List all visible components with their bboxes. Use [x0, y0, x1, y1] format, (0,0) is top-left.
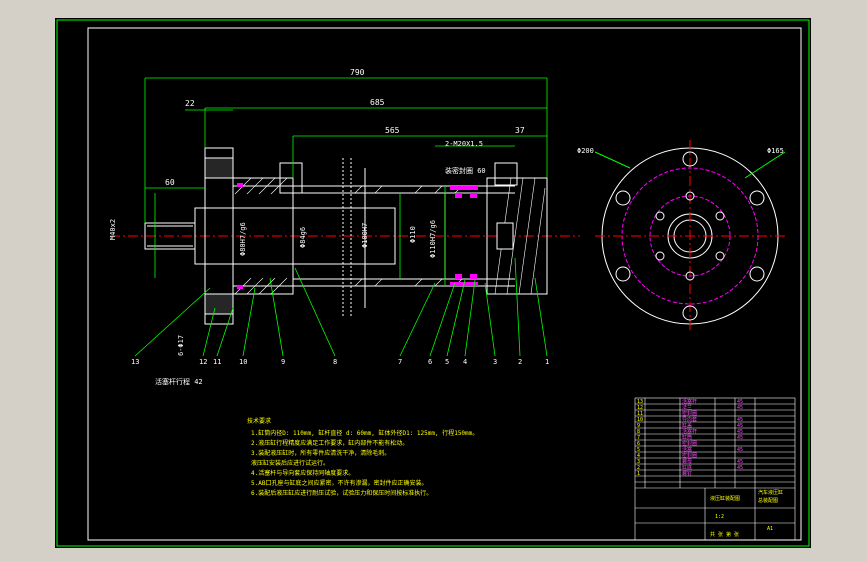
parts-row: 6: [637, 441, 640, 447]
parts-row: 3: [637, 459, 640, 465]
dim-right: Φ110: [409, 226, 417, 243]
parts-row: 4: [637, 453, 640, 459]
parts-row: 45: [737, 417, 743, 423]
barrel-hatching: [354, 185, 463, 287]
parts-row: 活塞杆: [682, 428, 697, 435]
part-label: 6: [428, 358, 432, 366]
dim-piston: Φ110H7/g6: [429, 220, 437, 258]
dim-bore: Φ100H7: [361, 223, 369, 248]
note-line: 6.装配后液压缸应进行耐压试验，试验压力和保压时间按标准执行。: [251, 489, 432, 497]
section-view: [110, 147, 580, 325]
part-label: 10: [239, 358, 247, 366]
parts-row: 45: [737, 423, 743, 429]
dim-565: 565: [385, 126, 400, 135]
parts-row: 7: [637, 435, 640, 441]
dim-22: 22: [185, 99, 195, 108]
dim-thread: 2-M20X1.5: [445, 140, 483, 148]
parts-row: 1: [637, 471, 640, 477]
title-main: 汽车液压缸: [758, 489, 783, 496]
note-line: 4.活塞杆与导向套应保持同轴度要求。: [251, 469, 354, 477]
parts-row: 密封圈: [682, 452, 697, 459]
note-line: 5.AB口孔座与缸底之间应紧密，不许有渗漏，密封件应正确安装。: [251, 479, 427, 487]
parts-row: 5: [637, 447, 640, 453]
part-label: 4: [463, 358, 467, 366]
note-line: 3.装配液压缸时，所有零件应清洗干净，清除毛刺。: [251, 449, 390, 457]
parts-row: 11: [637, 411, 643, 417]
piston-rod: [194, 207, 396, 265]
parts-row: 45: [737, 459, 743, 465]
drawing-name: 液压缸装配图: [710, 495, 740, 502]
parts-row: 活塞: [682, 446, 692, 453]
drawing-viewport[interactable]: 790 22 685 565 37 60 2-M20X1.5 装密封圈 60 M…: [55, 18, 811, 548]
sheet-footer: 共 张 第 张: [710, 531, 739, 538]
part-label: 9: [281, 358, 285, 366]
parts-row: 缸筒: [682, 434, 692, 441]
sheet-size: A1: [767, 526, 773, 532]
part-label: 11: [213, 358, 221, 366]
title-block: [634, 397, 796, 541]
parts-row: 9: [637, 423, 640, 429]
dim-60: 60: [165, 178, 175, 187]
part-label: 1: [545, 358, 549, 366]
parts-row: 活塞杆: [682, 398, 697, 405]
port-left: [279, 162, 303, 194]
parts-row: 45: [737, 399, 743, 405]
parts-row: 导向套: [682, 416, 697, 423]
parts-row: 45: [737, 435, 743, 441]
part-label: 8: [333, 358, 337, 366]
dim-rod-dia: Φ80H7/g6: [239, 222, 247, 256]
parts-row: 法兰: [682, 404, 692, 411]
parts-row: 密封圈: [682, 410, 697, 417]
parts-row: 12: [637, 405, 643, 411]
dim-37: 37: [515, 126, 525, 135]
note-line: 液压缸安装后应进行试运行。: [251, 459, 329, 467]
parts-row: 45: [737, 429, 743, 435]
gland-hatching: [234, 177, 288, 295]
parts-row: 螺母: [682, 458, 692, 465]
parts-row: 10: [637, 417, 643, 423]
dim-phi50: Φ84g6: [299, 227, 307, 248]
parts-row: 45: [737, 405, 743, 411]
dim-flange-holes: 6-Φ17: [177, 335, 185, 356]
part-label: 5: [445, 358, 449, 366]
part-label: 2: [518, 358, 522, 366]
note-line: 2.液压缸行程精度应满足工作要求，缸内部件不能有松动。: [251, 439, 408, 447]
notes-title: 技术要求: [247, 417, 271, 425]
part-label: 7: [398, 358, 402, 366]
part-numbers: 13 12 11 10 9 8 7 6 5 4 3 2 1: [131, 358, 549, 366]
inner-frame: [87, 27, 802, 541]
parts-row: 螺钉: [682, 470, 692, 477]
dim-bottom-label: 活塞杆行程 42: [155, 377, 203, 386]
leader-lines: [134, 257, 548, 357]
dim-overall: 790: [350, 68, 365, 77]
note-line: 1.缸筒内径D: 110mm, 缸杆直径 d: 60mm, 缸体外径D1: 12…: [251, 429, 478, 437]
cad-drawing: 790 22 685 565 37 60 2-M20X1.5 装密封圈 60 M…: [56, 19, 810, 547]
parts-list: 13 活塞杆 45 12 法兰 45 11 密封圈 10 导向套 45 9 缸盖…: [637, 398, 743, 477]
parts-row: 8: [637, 429, 640, 435]
parts-row: 2: [637, 465, 640, 471]
part-label: 12: [199, 358, 207, 366]
parts-row: 45: [737, 447, 743, 453]
outer-frame: [56, 19, 810, 547]
scale: 1:2: [715, 514, 724, 520]
part-label: 13: [131, 358, 139, 366]
parts-row: 密封圈: [682, 440, 697, 447]
dim-685: 685: [370, 98, 385, 107]
dim-pcd: Φ200: [577, 147, 594, 155]
part-label: 3: [493, 358, 497, 366]
dim-port-depth: 装密封圈 60: [445, 166, 486, 175]
parts-row: 缸盖: [682, 422, 692, 429]
technical-notes: 技术要求 1.缸筒内径D: 110mm, 缸杆直径 d: 60mm, 缸体外径D…: [247, 417, 478, 497]
parts-row: 13: [637, 399, 643, 405]
end-view: [594, 140, 786, 332]
title-sub: 总装配图: [758, 497, 778, 504]
dim-rod-thread: M40x2: [109, 219, 117, 240]
dim-od: Φ165: [767, 147, 784, 155]
dimension-lines: [144, 77, 548, 286]
parts-row: 45: [737, 465, 743, 471]
parts-row: 缸底: [682, 464, 692, 471]
port-right: [494, 162, 518, 186]
